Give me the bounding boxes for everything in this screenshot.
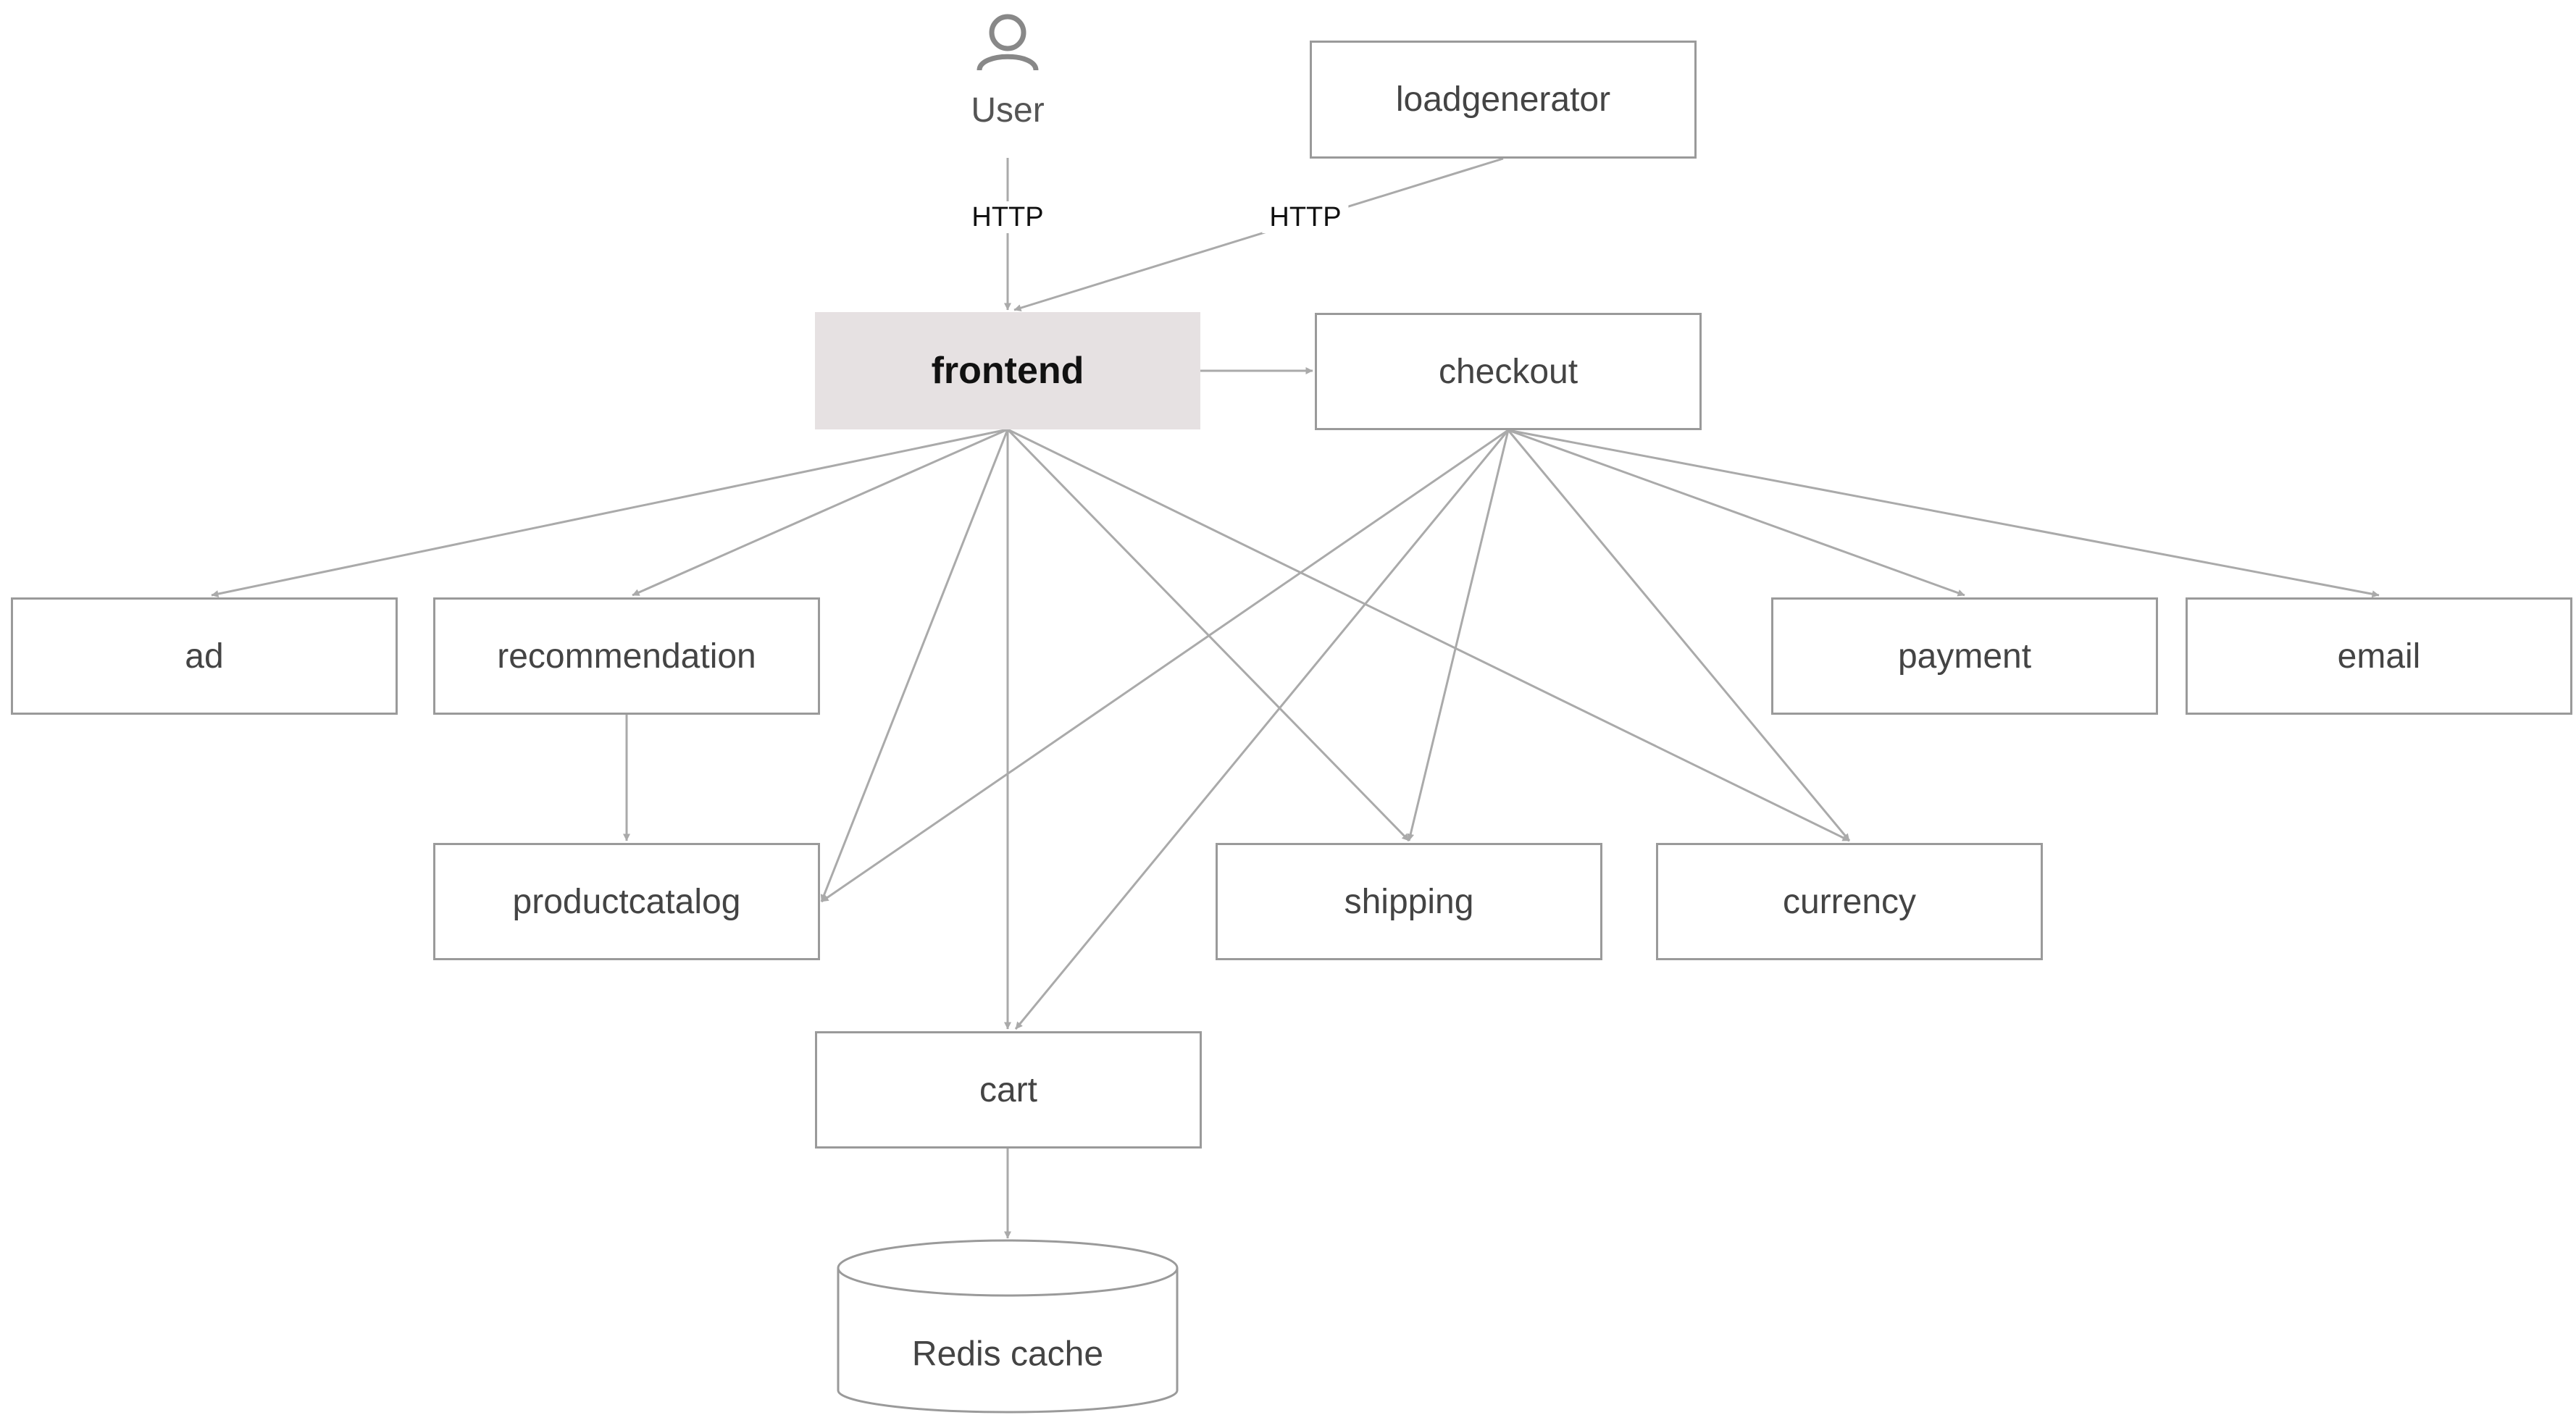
- node-ad[interactable]: ad: [11, 597, 398, 715]
- node-recommendation[interactable]: recommendation: [433, 597, 820, 715]
- edge-label-loadgenerator-http: HTTP: [1262, 201, 1349, 233]
- node-shipping[interactable]: shipping: [1216, 843, 1602, 960]
- user-icon: [977, 14, 1039, 71]
- node-payment[interactable]: payment: [1771, 597, 2158, 715]
- edge-frontend-to-currency: [1007, 428, 1850, 842]
- node-checkout[interactable]: checkout: [1315, 313, 1702, 430]
- node-cart[interactable]: cart: [815, 1031, 1202, 1149]
- edge-frontend-to-recommendation: [632, 428, 1008, 597]
- user-label: User: [971, 91, 1045, 130]
- edge-checkout-to-cart: [1014, 429, 1510, 1030]
- node-productcatalog[interactable]: productcatalog: [433, 843, 820, 960]
- edge-label-user-http: HTTP: [964, 201, 1051, 233]
- edge-frontend-to-ad: [211, 428, 1008, 597]
- node-redis-cache-label: Redis cache: [911, 1335, 1104, 1374]
- node-email[interactable]: email: [2186, 597, 2572, 715]
- node-loadgenerator[interactable]: loadgenerator: [1310, 41, 1697, 159]
- edge-checkout-to-currency: [1507, 429, 1851, 841]
- edge-checkout-to-productcatalog: [821, 429, 1509, 903]
- edge-checkout-to-email: [1507, 429, 2380, 598]
- node-frontend[interactable]: frontend: [815, 312, 1200, 429]
- edge-checkout-to-payment: [1507, 429, 1965, 597]
- redis-cache-cylinder: [837, 1239, 1179, 1414]
- edge-loadgenerator-to-frontend: [1013, 157, 1504, 311]
- edge-checkout-to-shipping: [1407, 429, 1510, 841]
- node-currency[interactable]: currency: [1656, 843, 2043, 960]
- edge-frontend-to-productcatalog: [820, 429, 1009, 902]
